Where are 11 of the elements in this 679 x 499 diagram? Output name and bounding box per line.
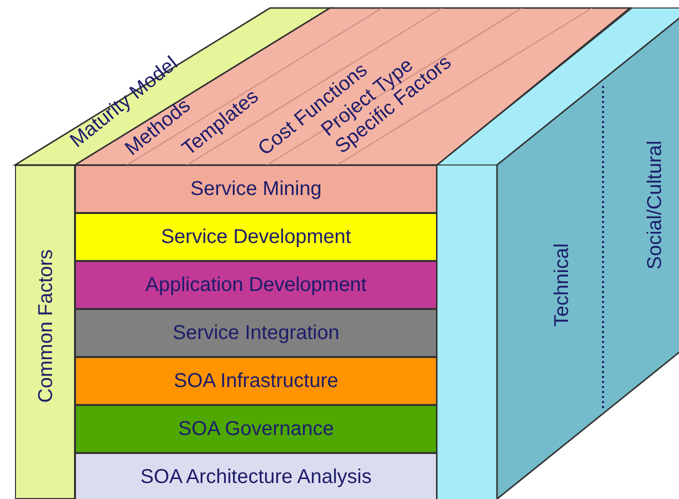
label-text: SOA Architecture Analysis [139, 466, 373, 488]
side-panel [15, 165, 75, 499]
label-text: SOA Governance [177, 418, 335, 440]
label-text: Social/Cultural [644, 140, 666, 270]
label-text: SOA Infrastructure [172, 370, 340, 392]
label-text: Technical [551, 243, 573, 327]
label-text: Application Development [144, 274, 368, 296]
label-text: Service Development [160, 226, 352, 248]
label-text: Service Mining [189, 178, 323, 200]
label-text: Service Integration [172, 322, 340, 344]
label-text: Common Factors [35, 249, 57, 403]
